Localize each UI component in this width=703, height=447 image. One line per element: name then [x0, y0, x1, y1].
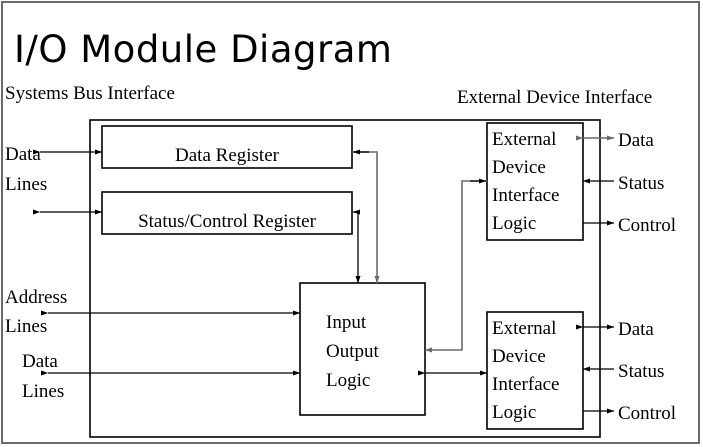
input-output-logic-box[interactable] — [299, 282, 426, 416]
ext-upper-line-3: Interface — [492, 185, 560, 206]
ext-upper-line-1: External — [492, 129, 556, 150]
ext-lower-line-3: Interface — [492, 374, 560, 395]
ext-upper-port-status-label: Status — [618, 173, 664, 194]
ext-upper-line-2: Device — [492, 157, 546, 178]
wire-data-register-down-to-io-logic — [352, 151, 380, 284]
address-lines-label-1: Address — [5, 287, 67, 308]
data-register-label: Data Register — [175, 145, 280, 166]
wire-ext-upper-to-io-logic — [424, 180, 487, 353]
io-module-boundary — [89, 119, 601, 438]
io-logic-line-2: Output — [326, 341, 380, 362]
ext-upper-port-data-label: Data — [618, 130, 654, 151]
ext-upper-line-4: Logic — [492, 213, 536, 234]
io-logic-line-3: Logic — [326, 370, 370, 391]
address-lines-label-2: Lines — [5, 316, 47, 337]
ext-lower-port-data-label: Data — [618, 319, 654, 340]
data-lines-bottom-label-1: Data — [22, 351, 58, 372]
data-register-box[interactable] — [101, 125, 353, 169]
label-systems-bus-interface: Systems Bus Interface — [5, 83, 175, 104]
data-lines-bottom-label-2: Lines — [22, 381, 64, 402]
ext-lower-port-status-label: Status — [618, 361, 664, 382]
status-control-register-label: Status/Control Register — [138, 211, 317, 232]
io-logic-line-1: Input — [326, 312, 367, 333]
label-external-device-interface: External Device Interface — [457, 87, 652, 108]
data-lines-top-label-2: Lines — [5, 174, 47, 195]
data-lines-top-label-1: Data — [5, 144, 41, 165]
page-title: I/O Module Diagram — [14, 28, 392, 71]
ext-lower-line-1: External — [492, 318, 556, 339]
ext-lower-line-4: Logic — [492, 402, 536, 423]
ext-lower-line-2: Device — [492, 346, 546, 367]
ext-lower-port-control-label: Control — [618, 403, 676, 424]
ext-upper-port-control-label: Control — [618, 215, 676, 236]
external-device-interface-logic-upper-box[interactable] — [486, 122, 584, 241]
